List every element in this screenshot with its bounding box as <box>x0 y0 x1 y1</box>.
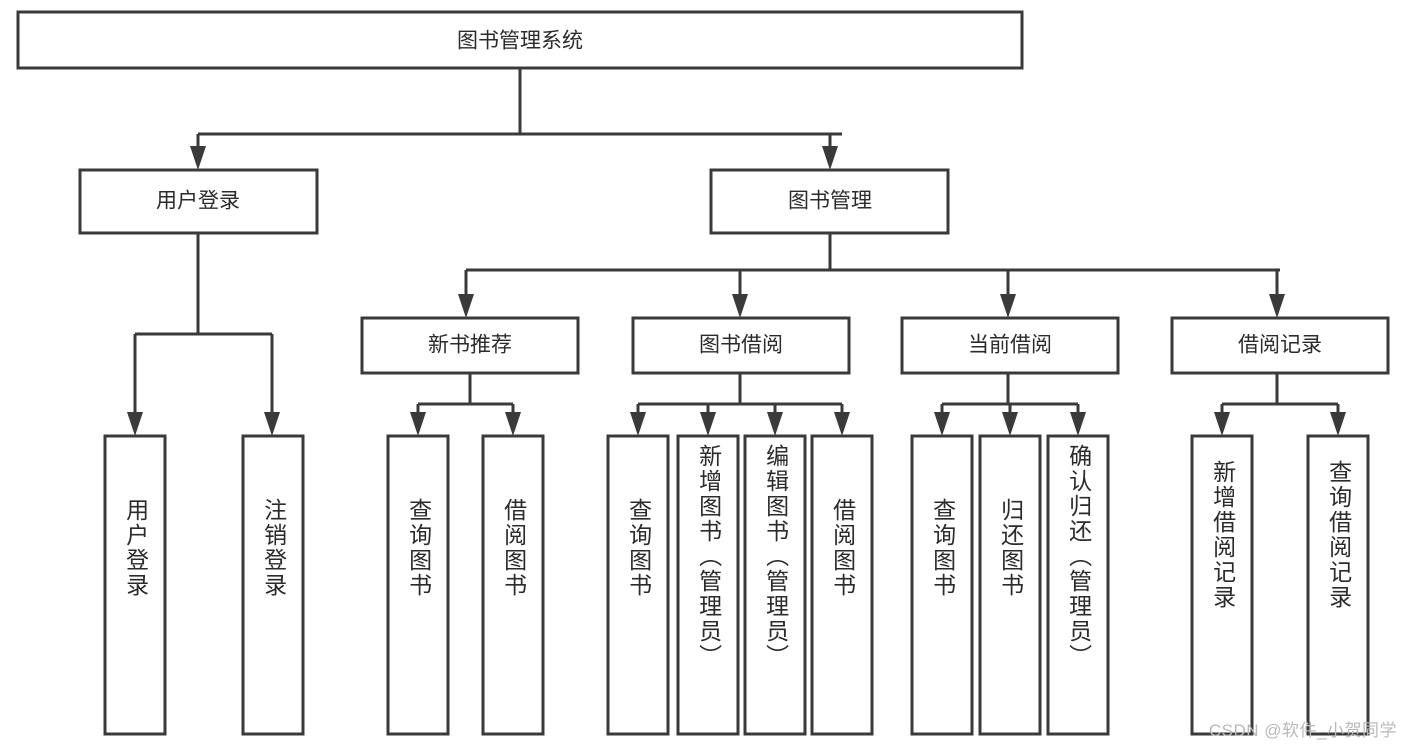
node-book-borrow[interactable]: 图书借阅 <box>631 316 851 375</box>
leaf-box[interactable] <box>481 434 545 736</box>
node-user-login[interactable]: 用户登录 <box>78 168 319 235</box>
node-root-label: 图书管理系统 <box>457 30 583 53</box>
leaf-box[interactable] <box>1046 434 1110 736</box>
connectors-current-borrow-to-leaves <box>934 373 1086 436</box>
connectors-new-book-to-leaves <box>410 373 521 436</box>
leaf-box[interactable] <box>810 434 874 736</box>
leaf-box[interactable] <box>978 434 1042 736</box>
leaf-box[interactable] <box>1306 434 1370 736</box>
leaf-box[interactable] <box>241 434 305 736</box>
node-new-book-recommend-label: 新书推荐 <box>428 334 512 357</box>
connectors-book-borrow-to-leaves <box>630 373 850 436</box>
leaf-boxes-new-book-recommend <box>386 434 545 736</box>
node-current-borrow[interactable]: 当前借阅 <box>900 316 1120 375</box>
leaf-boxes-current-borrow <box>910 434 1110 736</box>
node-root-system[interactable]: 图书管理系统 <box>16 10 1024 70</box>
leaf-boxes-book-borrow <box>606 434 874 736</box>
node-book-management[interactable]: 图书管理 <box>709 168 950 235</box>
node-book-management-label: 图书管理 <box>788 190 872 213</box>
leaf-boxes-user-login <box>103 434 305 736</box>
csdn-watermark: CSDN @软件_小贺同学 <box>1208 721 1397 740</box>
node-user-login-label: 用户登录 <box>156 190 240 213</box>
leaf-box[interactable] <box>910 434 974 736</box>
leaf-box[interactable] <box>386 434 450 736</box>
connectors-root-to-level1 <box>190 68 842 170</box>
node-borrow-record-label: 借阅记录 <box>1238 334 1322 357</box>
leaf-boxes-borrow-record <box>1190 434 1370 736</box>
connectors-book-mgmt-to-level2 <box>458 233 1285 318</box>
leaf-box[interactable] <box>606 434 670 736</box>
connectors-user-login-to-leaves <box>127 233 280 436</box>
leaf-box[interactable] <box>1190 434 1254 736</box>
connectors-borrow-record-to-leaves <box>1214 373 1346 436</box>
leaf-box[interactable] <box>103 434 167 736</box>
node-new-book-recommend[interactable]: 新书推荐 <box>360 316 580 375</box>
leaf-box[interactable] <box>743 434 807 736</box>
leaf-box[interactable] <box>676 434 740 736</box>
node-book-borrow-label: 图书借阅 <box>699 334 783 357</box>
node-current-borrow-label: 当前借阅 <box>968 334 1052 357</box>
node-borrow-record[interactable]: 借阅记录 <box>1170 316 1390 375</box>
